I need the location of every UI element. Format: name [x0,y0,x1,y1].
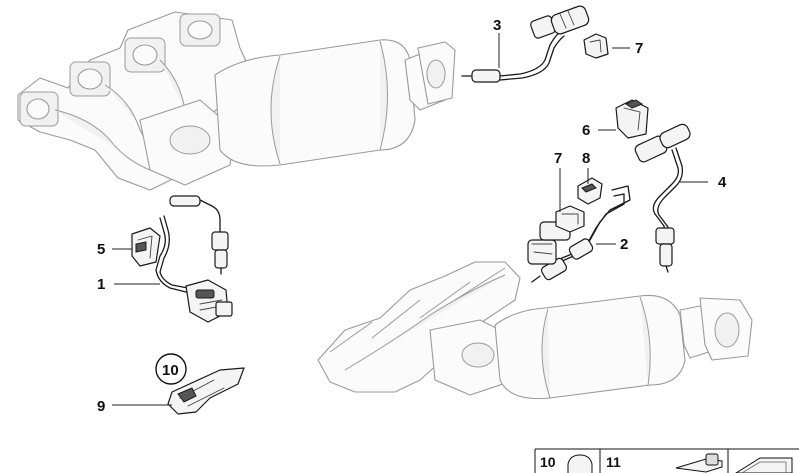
legend-cable-tie-icon [675,453,723,473]
callout-10: 10 [162,362,179,379]
legend-cap-icon [567,454,593,473]
legend-item-11: 11 [606,454,621,470]
lower-exhaust-manifold [317,261,753,400]
callout-3: 3 [493,17,501,34]
leader-lines [112,33,708,406]
callout-7-top: 7 [635,40,643,57]
oxygen-sensor-2 [527,185,631,283]
callout-7-middle: 7 [554,150,562,167]
callout-8: 8 [582,150,590,167]
clip-6 [615,99,649,139]
callout-6: 6 [582,122,590,139]
clip-7-middle [555,205,585,233]
callout-10-circle [155,353,187,385]
legend-shape-icon [735,457,793,473]
oxygen-sensor-1 [155,195,233,323]
callout-9: 9 [97,398,105,415]
callout-2: 2 [620,236,628,253]
oxygen-sensor-3 [461,5,590,83]
callouts: 3 7 6 7 8 4 2 5 1 9 10 [97,17,727,415]
clip-8 [577,177,603,205]
callout-5: 5 [97,241,105,258]
callout-4: 4 [718,174,727,191]
clamp-9 [167,367,245,415]
callout-1: 1 [97,276,105,293]
holder-5 [131,227,161,267]
oxygen-sensor-4 [634,123,691,273]
parts-legend: 10 11 [534,448,799,473]
upper-exhaust-manifold [17,11,456,191]
clip-7-top [583,33,609,59]
legend-item-10: 10 [540,454,556,470]
